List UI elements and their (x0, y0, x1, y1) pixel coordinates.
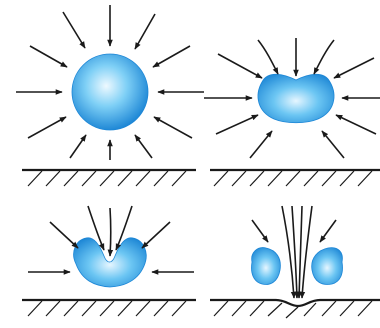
wall-panel-1 (22, 170, 196, 186)
bubble-flattened (258, 74, 334, 123)
wall-panel-4-dented (210, 300, 380, 318)
wall-panel-2 (210, 170, 380, 186)
panel-2-flattened-bubble (204, 38, 380, 186)
panel-1-spherical-bubble (16, 5, 204, 186)
panel-3-jet-indenting-bubble (22, 206, 196, 316)
bubble-spherical (72, 54, 148, 130)
panel-4-jet-impact (210, 206, 380, 318)
wall-panel-3 (22, 300, 196, 316)
bubble-fragment-left (251, 248, 280, 285)
bubble-fragment-right (312, 248, 343, 285)
